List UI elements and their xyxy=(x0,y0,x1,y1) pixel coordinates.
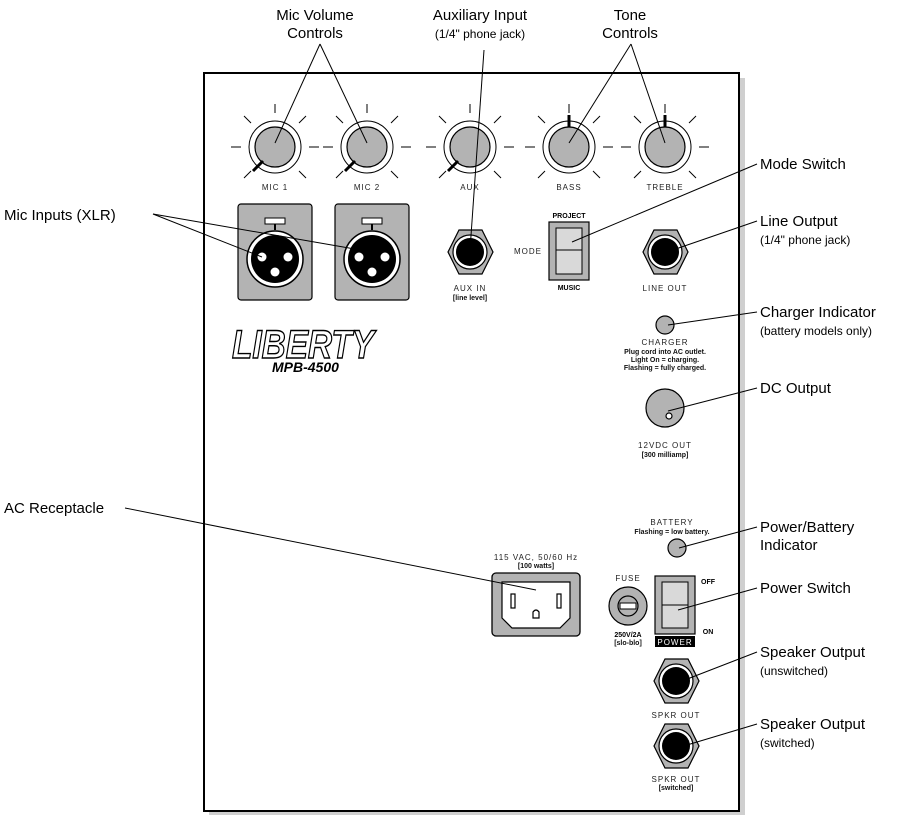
speaker-out-unswitched-jack[interactable] xyxy=(653,658,700,704)
aux-in-label: AUX IN xyxy=(454,284,487,293)
callout-speaker-unswitched-sub: (unswitched) xyxy=(760,664,828,678)
callout-mic-inputs: Mic Inputs (XLR) xyxy=(4,207,116,224)
spkr-out-1-label: SPKR OUT xyxy=(652,711,701,720)
model-text: MPB-4500 xyxy=(272,359,339,375)
fuse-holder[interactable] xyxy=(608,586,648,626)
spkr-out-2-label: SPKR OUT xyxy=(652,775,701,784)
power-on-label: ON xyxy=(703,629,714,636)
rear-panel xyxy=(203,72,740,812)
mode-switch[interactable] xyxy=(548,221,590,281)
callout-tone-line1: Tone xyxy=(614,7,647,24)
line-out-jack[interactable] xyxy=(642,229,689,275)
leader-lines xyxy=(124,43,758,749)
dc-out-sublabel: [300 milliamp] xyxy=(642,452,689,459)
knob-label-bass: BASS xyxy=(556,183,581,192)
callout-line-output: Line Output xyxy=(760,213,838,230)
power-switch[interactable] xyxy=(654,575,696,635)
ac-rating-label: 115 VAC, 50/60 Hz xyxy=(494,553,578,562)
power-label-bg xyxy=(655,636,695,647)
battery-note: Flashing = low battery. xyxy=(634,529,709,536)
mode-bottom-label: MUSIC xyxy=(558,285,581,292)
knob-label-aux: AUX xyxy=(460,183,479,192)
fuse-rating: 250V/2A xyxy=(614,632,641,639)
callout-mic-volume-line2: Controls xyxy=(287,25,343,42)
callout-tone-line2: Controls xyxy=(602,25,658,42)
callout-power-switch: Power Switch xyxy=(760,580,851,597)
charger-note-3: Flashing = fully charged. xyxy=(624,365,706,372)
power-label: POWER xyxy=(657,638,692,647)
mode-top-label: PROJECT xyxy=(552,213,586,220)
knob-bass[interactable] xyxy=(525,104,613,179)
callout-speaker-unswitched: Speaker Output xyxy=(760,644,866,661)
knob-label-mic1: MIC 1 xyxy=(262,183,288,192)
knob-mic2[interactable] xyxy=(323,104,411,179)
charger-led xyxy=(655,315,675,335)
liberty-logo: LIBERTY MPB-4500 xyxy=(231,322,377,375)
ac-receptacle[interactable] xyxy=(491,572,581,637)
charger-note-2: Light On = charging. xyxy=(631,357,699,364)
ac-rating-sublabel: [100 watts] xyxy=(518,563,554,570)
callout-dc-output: DC Output xyxy=(760,380,832,397)
dc-output-jack[interactable] xyxy=(645,388,685,428)
callout-speaker-switched-sub: (switched) xyxy=(760,736,815,750)
callout-mode-switch: Mode Switch xyxy=(760,156,846,173)
knob-label-mic2: MIC 2 xyxy=(354,183,380,192)
callout-charger-indicator-sub: (battery models only) xyxy=(760,324,872,338)
knob-label-treble: TREBLE xyxy=(646,183,683,192)
battery-label: BATTERY xyxy=(650,518,693,527)
line-out-label: LINE OUT xyxy=(643,284,688,293)
callout-aux-input: Auxiliary Input xyxy=(433,7,528,24)
callout-power-battery-line2: Indicator xyxy=(760,537,818,554)
brand-text: LIBERTY xyxy=(232,323,377,367)
fuse-rating-sub: [slo-blo] xyxy=(614,640,642,647)
callout-mic-volume-line1: Mic Volume xyxy=(276,7,354,24)
dc-out-label: 12VDC OUT xyxy=(638,441,692,450)
xlr-input-mic1[interactable] xyxy=(237,203,313,301)
knob-treble[interactable] xyxy=(621,104,709,179)
callout-ac-receptacle: AC Receptacle xyxy=(4,500,104,517)
callout-speaker-switched: Speaker Output xyxy=(760,716,866,733)
knob-mic1[interactable] xyxy=(231,104,319,179)
callout-line-output-sub: (1/4" phone jack) xyxy=(760,233,850,247)
speaker-out-switched-jack[interactable] xyxy=(653,723,700,769)
callout-aux-input-sub: (1/4" phone jack) xyxy=(435,27,525,41)
fuse-label: FUSE xyxy=(615,574,640,583)
charger-note-1: Plug cord into AC outlet. xyxy=(624,349,706,356)
callout-power-battery-line1: Power/Battery xyxy=(760,519,855,536)
power-off-label: OFF xyxy=(701,579,716,586)
mode-label: MODE xyxy=(514,247,542,256)
callout-charger-indicator: Charger Indicator xyxy=(760,304,876,321)
charger-label: CHARGER xyxy=(641,338,688,347)
spkr-out-2-sublabel: [switched] xyxy=(659,785,694,792)
aux-in-jack[interactable] xyxy=(447,229,494,275)
battery-led xyxy=(667,538,687,558)
aux-in-sublabel: [line level] xyxy=(453,295,487,302)
knob-aux[interactable] xyxy=(426,104,514,179)
